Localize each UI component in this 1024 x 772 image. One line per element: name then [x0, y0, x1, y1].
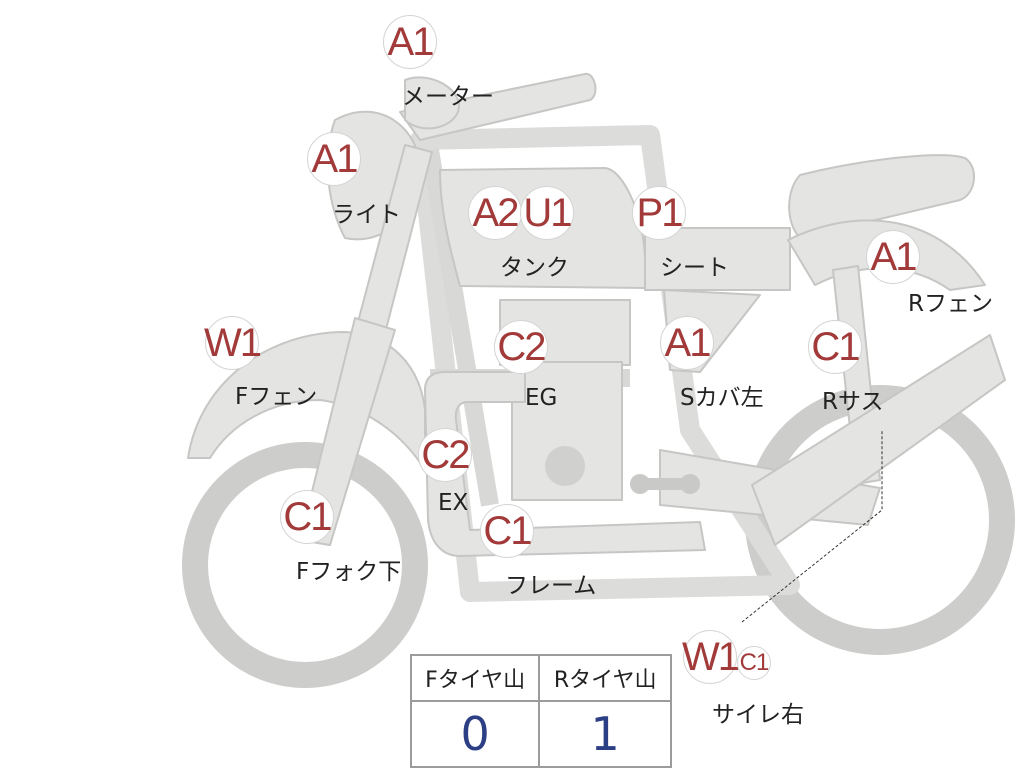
tire-tread-header-row: Fタイヤ山 Rタイヤ山	[409, 654, 672, 702]
silencer-pointer-line	[741, 430, 883, 623]
seat-code-badge: P1	[632, 186, 686, 240]
front-fork-lower-label: Fフォク下	[296, 559, 402, 585]
rear-tire-value: 1	[538, 700, 672, 768]
front-fender-label: Fフェン	[235, 384, 318, 410]
engine-label: EG	[525, 385, 558, 411]
side-cover-code-badge: A1	[660, 316, 714, 370]
tank-code-badge-1: A2	[468, 186, 522, 240]
meter-code-badge: A1	[383, 15, 437, 69]
light-code-badge: A1	[307, 132, 361, 186]
meter-shape	[404, 76, 460, 130]
rear-fender-label: Rフェン	[908, 291, 993, 317]
front-tire-value: 0	[409, 700, 541, 768]
silencer-shape	[751, 334, 1006, 546]
silencer-code-badge-2: C1	[737, 646, 771, 680]
front-fender-code-badge: W1	[204, 316, 262, 370]
meter-label: メーター	[402, 84, 494, 110]
tire-tread-table: Fタイヤ山 Rタイヤ山 0 1	[409, 654, 672, 768]
silencer-label: サイレ右	[712, 702, 804, 728]
silencer-code-badge-1: W1	[682, 630, 740, 684]
rear-fender-code-badge: A1	[866, 230, 920, 284]
front-fork-lower-code-badge: C1	[280, 490, 334, 544]
front-wheel	[182, 442, 428, 688]
side-cover-label: Sカバ左	[680, 385, 764, 411]
rear-suspension-label: Rサス	[822, 389, 884, 415]
front-tire-header: Fタイヤ山	[409, 654, 541, 702]
frame-code-badge: C1	[480, 504, 534, 558]
tank-code-badge-2: U1	[520, 186, 574, 240]
exhaust-shape	[424, 371, 706, 557]
tire-tread-value-row: 0 1	[409, 700, 672, 768]
rear-suspension-code-badge: C1	[808, 320, 862, 374]
seat-shape	[644, 227, 791, 291]
rear-tire-header: Rタイヤ山	[538, 654, 672, 702]
engine-code-badge: C2	[494, 320, 548, 374]
tank-label: タンク	[500, 255, 569, 281]
exhaust-code-badge: C2	[418, 428, 472, 482]
exhaust-label: EX	[438, 490, 469, 516]
frame-label: フレーム	[505, 573, 597, 599]
light-label: ライト	[332, 202, 401, 228]
seat-label: シート	[660, 255, 729, 281]
